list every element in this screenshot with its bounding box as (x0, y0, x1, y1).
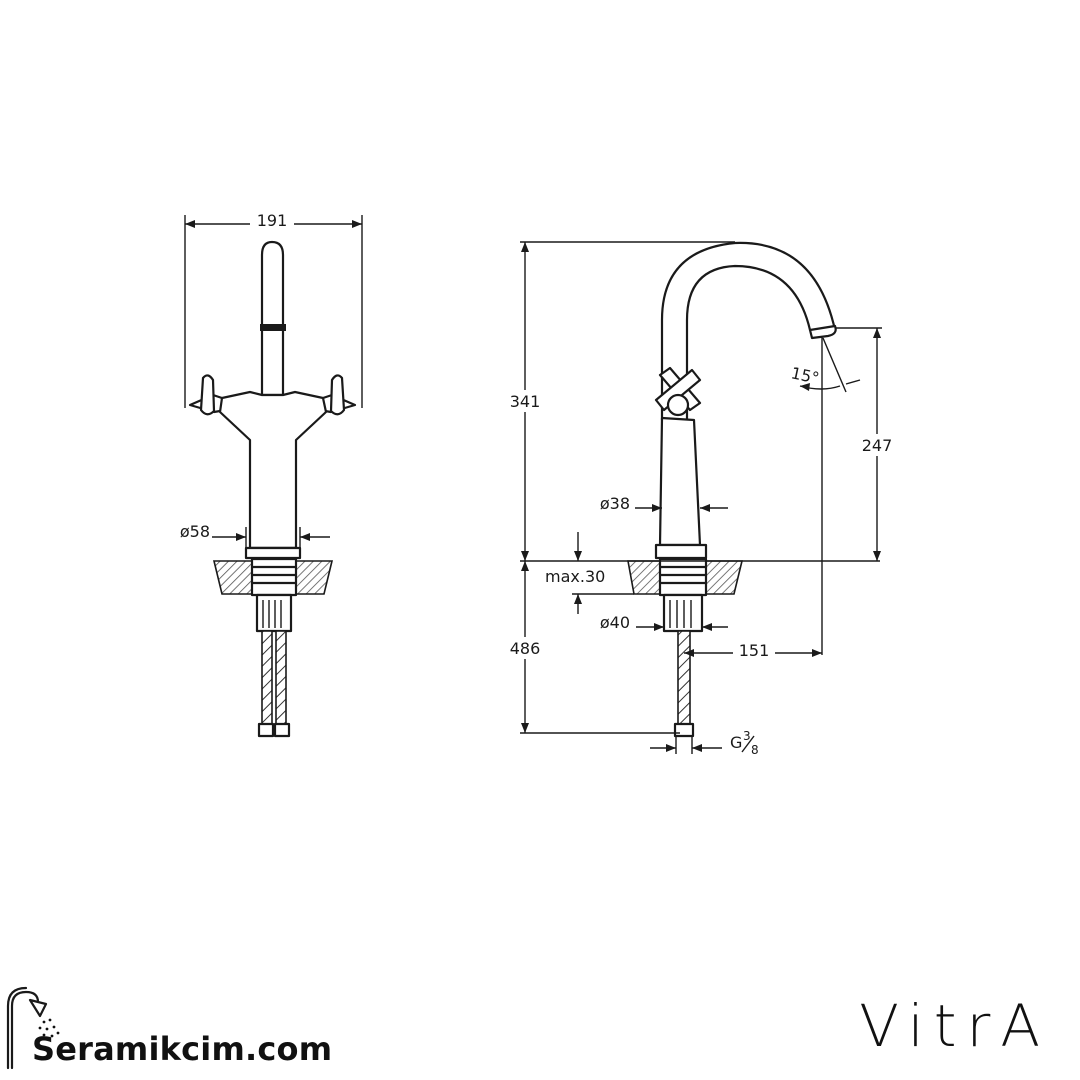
side-spout-inner (685, 264, 812, 422)
front-spout-aerator (260, 324, 286, 331)
thread-denominator: 8 (751, 743, 759, 757)
front-view: 191 ø58 (180, 210, 363, 738)
vitra-logo: VitrA (859, 992, 1050, 1060)
front-hose-left (261, 630, 273, 727)
side-hose (677, 630, 691, 727)
height-label: 341 (510, 392, 541, 411)
side-base (654, 543, 708, 560)
side-spout-tip (808, 324, 837, 340)
angle-line (822, 337, 847, 393)
front-spout (260, 240, 285, 397)
shank-dia-label: ø40 (600, 613, 630, 632)
angle-label: 15° (789, 363, 821, 387)
front-shank (255, 593, 293, 633)
front-hose-nut-right (273, 722, 291, 738)
thread-numerator: 3 (743, 729, 751, 743)
front-deck-left (212, 560, 253, 595)
side-lock-nut (658, 557, 708, 597)
front-right-handle (317, 374, 357, 416)
side-deck-right (705, 560, 744, 595)
side-spout-outer (660, 241, 837, 422)
front-lock-nut (250, 557, 298, 597)
deck-thickness-label: max.30 (545, 567, 605, 586)
spout-height-label: 247 (862, 436, 893, 455)
front-base-ring (244, 546, 302, 560)
base-dia-label: ø58 (180, 522, 210, 541)
side-body (658, 416, 702, 547)
front-deck-right (295, 560, 334, 595)
front-hose-right (275, 630, 287, 727)
front-hose-nut-left (257, 722, 275, 738)
side-hose-nut (673, 722, 695, 738)
width-label: 191 (257, 211, 288, 230)
side-deck-left (627, 560, 661, 595)
depth-label: 486 (510, 639, 541, 658)
reach-label: 151 (739, 641, 770, 660)
body-dia-label: ø38 (600, 494, 630, 513)
side-cross-handle (654, 366, 702, 417)
front-body (218, 390, 328, 550)
arrow (352, 220, 362, 228)
arrow (185, 220, 195, 228)
side-view: 341 486 247 15° ø38 max.30 (505, 241, 900, 757)
shower-head-icon (6, 986, 60, 1070)
website-brand-text: Seramikcim.com (32, 1030, 333, 1068)
thread-prefix: G (730, 733, 742, 752)
